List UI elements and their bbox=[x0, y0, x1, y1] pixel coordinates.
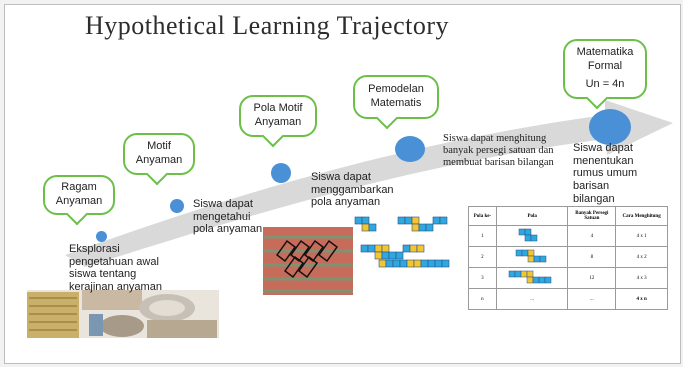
header-pattern: Pola bbox=[495, 206, 569, 226]
pattern-number: 2 bbox=[468, 246, 497, 268]
stage-bubble-3-line-2: Anyaman bbox=[254, 116, 302, 128]
stage-dot-3 bbox=[271, 163, 291, 183]
stage-bubble-4-line-2: Matematis bbox=[370, 97, 422, 109]
stage-dot-1 bbox=[96, 231, 107, 242]
stage-bubble-1: Ragam Anyaman bbox=[43, 175, 115, 215]
stage-bubble-5: Matematika Formal Un = 4n bbox=[563, 39, 647, 99]
table-row: n ... ... 4 x n bbox=[468, 288, 668, 310]
unit-square-count: 4 bbox=[567, 225, 617, 247]
pattern-drawing bbox=[495, 246, 569, 268]
stage-dot-4 bbox=[395, 136, 425, 162]
pattern-drawing: ... bbox=[495, 288, 569, 310]
stage-bubble-4-line-1: Pemodelan bbox=[368, 83, 424, 96]
stage-bubble-4: Pemodelan Matematis bbox=[353, 75, 439, 119]
stage-bubble-5-line-1: Matematika bbox=[576, 46, 634, 59]
pattern-number: 1 bbox=[468, 225, 497, 247]
pattern-3-icon bbox=[508, 270, 552, 284]
pattern-table: Pola ke- Pola Banyak Persegi Satuan Cara… bbox=[468, 206, 668, 310]
stage-bubble-2-line-2: Anyaman bbox=[135, 154, 183, 166]
weave-photo bbox=[263, 227, 353, 295]
counting-method: 4 x 1 bbox=[615, 225, 668, 247]
pattern-2-icon bbox=[515, 249, 547, 263]
pattern-drawing bbox=[495, 225, 569, 247]
pattern-table-header-row: Pola ke- Pola Banyak Persegi Satuan Cara… bbox=[468, 206, 668, 226]
stage-description-4: Siswa dapat menghitung banyak persegi sa… bbox=[443, 133, 554, 169]
stage-description-5: Siswa dapat menentukan rumus umum barisa… bbox=[573, 142, 638, 205]
counting-method: 4 x n bbox=[615, 288, 668, 310]
table-row: 1 4 4 x 1 bbox=[468, 225, 668, 247]
header-pattern-number: Pola ke- bbox=[468, 206, 497, 226]
unit-square-count: ... bbox=[567, 288, 617, 310]
stage-description-1: Eksplorasi pengetahuan awal siswa tentan… bbox=[69, 243, 162, 293]
unit-square-count: 8 bbox=[567, 246, 617, 268]
stage-dot-2 bbox=[170, 199, 184, 213]
stage-bubble-1-line-1: Ragam bbox=[61, 181, 97, 194]
counting-method: 4 x 2 bbox=[615, 246, 668, 268]
slide: Hypothetical Learning Trajectory Ragam A… bbox=[4, 4, 681, 364]
pattern-drawings bbox=[354, 216, 450, 268]
pattern-1-icon bbox=[518, 228, 538, 242]
pattern-number: n bbox=[468, 288, 497, 310]
stage-dot-5 bbox=[589, 109, 631, 145]
table-row: 2 8 4 x 2 bbox=[468, 246, 668, 268]
trajectory-arrow bbox=[65, 100, 673, 267]
stage-bubble-2-line-1: Motif bbox=[147, 140, 171, 153]
stage-bubble-3: Pola Motif Anyaman bbox=[239, 95, 317, 137]
header-counting-method: Cara Menghitung bbox=[615, 206, 668, 226]
stage-description-3: Siswa dapat menggambarkan pola anyaman bbox=[311, 171, 394, 209]
pattern-number: 3 bbox=[468, 267, 497, 289]
basket-photo bbox=[27, 290, 219, 338]
table-row: 3 12 4 x 3 bbox=[468, 267, 668, 289]
header-unit-square-count: Banyak Persegi Satuan bbox=[567, 206, 617, 226]
stage-bubble-2: Motif Anyaman bbox=[123, 133, 195, 175]
stage-bubble-1-line-2: Anyaman bbox=[55, 195, 103, 207]
stage-description-2: Siswa dapat mengetahui pola anyaman bbox=[193, 198, 263, 236]
slide-title: Hypothetical Learning Trajectory bbox=[85, 11, 450, 40]
stage-bubble-5-formula: Un = 4n bbox=[585, 77, 625, 90]
counting-method: 4 x 3 bbox=[615, 267, 668, 289]
stage-bubble-5-line-2: Formal bbox=[587, 60, 623, 73]
stage-bubble-3-line-1: Pola Motif bbox=[253, 102, 303, 115]
pattern-drawing bbox=[495, 267, 569, 289]
trajectory-graphic bbox=[27, 100, 673, 338]
unit-square-count: 12 bbox=[567, 267, 617, 289]
